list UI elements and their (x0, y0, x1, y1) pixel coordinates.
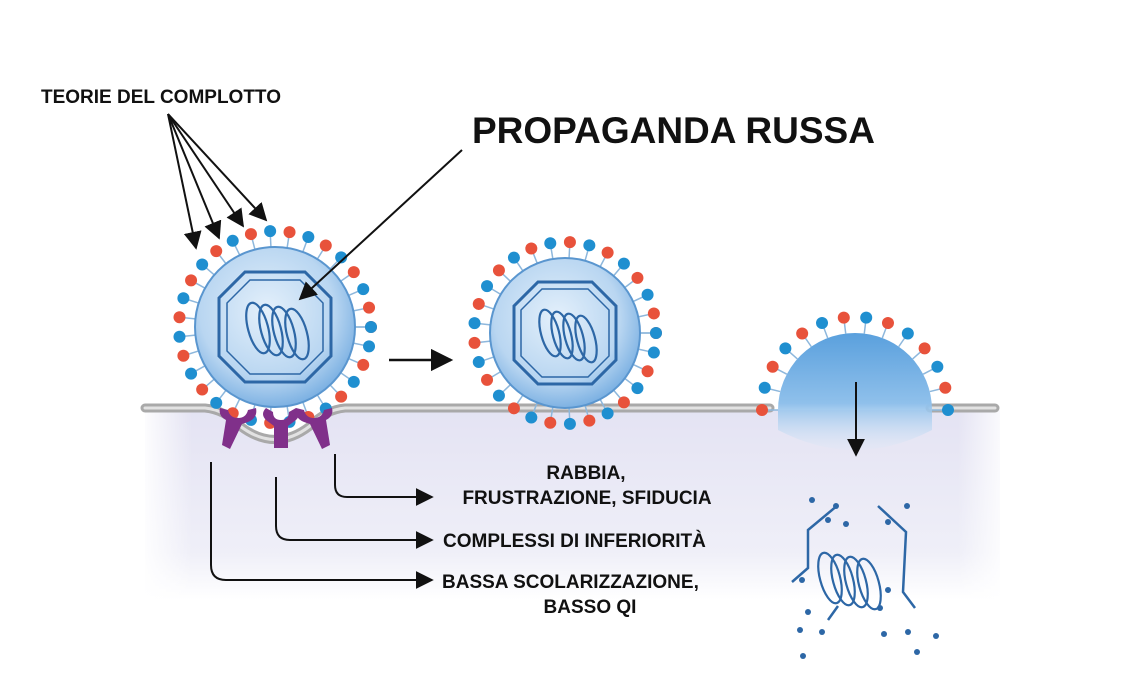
spike-protein-icon (942, 404, 954, 416)
virus-icon (468, 236, 662, 430)
spike-protein-icon (647, 307, 660, 320)
spike-protein-icon (363, 301, 376, 314)
label-receptor-top-line1: RABBIA, (546, 463, 625, 484)
spike-protein-icon (319, 239, 332, 252)
spike-protein-icon (631, 382, 644, 395)
spike-protein-icon (583, 239, 596, 252)
spike-protein-icon (335, 251, 348, 264)
spike-protein-icon (302, 230, 315, 243)
label-receptor-bottom-line2: BASSO QI (544, 597, 637, 618)
spike-protein-icon (544, 237, 557, 250)
spike-protein-icon (177, 349, 190, 362)
capsid-octagon-icon (217, 270, 333, 384)
spike-protein-icon (210, 245, 223, 258)
spike-protein-icon (472, 297, 485, 310)
spike-protein-icon (641, 288, 654, 301)
rna-coil-icon (245, 301, 310, 361)
released-capsid-fragments (791, 504, 916, 621)
spike-protein-icon (766, 360, 779, 373)
pointer-arrows (167, 113, 865, 589)
spike-protein-icon (918, 342, 931, 355)
spike-protein-icon (860, 311, 873, 324)
spike-protein-icon (563, 236, 576, 249)
spike-protein-icon (901, 327, 914, 340)
spike-protein-icon (173, 330, 186, 343)
spike-protein-icon (481, 373, 494, 386)
spike-protein-icon (468, 336, 481, 349)
spike-protein-icon (931, 360, 944, 373)
spike-protein-icon (837, 311, 850, 324)
spike-protein-icon (357, 283, 370, 296)
spike-protein-icon (779, 342, 792, 355)
spike-protein-icon (525, 411, 538, 424)
spike-protein-icon (210, 396, 223, 409)
spike-protein-icon (583, 414, 596, 427)
spike-protein-icon (796, 327, 809, 340)
spike-protein-icon (881, 317, 894, 330)
spike-protein-icon (758, 381, 771, 394)
spike-protein-icon (507, 251, 520, 264)
spike-protein-icon (631, 271, 644, 284)
spike-protein-icon (481, 280, 494, 293)
spike-protein-icon (335, 390, 348, 403)
spike-protein-icon (283, 226, 296, 239)
rna-coil-icon (538, 308, 598, 364)
spike-protein-icon (196, 383, 209, 396)
spike-protein-icon (563, 417, 576, 430)
spike-protein-icon (617, 257, 630, 270)
spike-protein-icon (647, 346, 660, 359)
label-receptor-top-line2: FRUSTRAZIONE, SFIDUCIA (462, 488, 711, 509)
spike-protein-icon (601, 246, 614, 259)
spike-protein-icon (525, 242, 538, 255)
spike-protein-icon (641, 365, 654, 378)
spike-protein-icon (185, 274, 198, 287)
spike-protein-icon (507, 402, 520, 415)
released-particles (797, 497, 939, 659)
label-receptor-middle: COMPLESSI DI INFERIORITÀ (443, 530, 706, 552)
spike-protein-icon (363, 340, 376, 353)
spike-protein-icon (816, 317, 829, 330)
spike-protein-icon (650, 327, 662, 339)
capsid-octagon-icon (512, 280, 618, 386)
rna-coil-icon (817, 551, 882, 611)
spike-protein-icon (601, 407, 614, 420)
spike-protein-icon (173, 311, 186, 324)
spike-protein-icon (939, 381, 952, 394)
receptor-icon (219, 408, 333, 449)
spike-protein-icon (357, 358, 370, 371)
spike-protein-icon (492, 389, 505, 402)
spike-protein-icon (365, 321, 377, 333)
spike-protein-icon (177, 292, 190, 305)
spike-protein-icon (756, 404, 768, 416)
spike-protein-icon (347, 375, 360, 388)
label-conspiracy: TEORIE DEL COMPLOTTO (41, 87, 281, 108)
label-propaganda: PROPAGANDA RUSSA (472, 110, 875, 151)
label-receptor-bottom-line1: BASSA SCOLARIZZAZIONE, (442, 572, 699, 593)
spike-protein-icon (468, 317, 481, 330)
spike-protein-icon (347, 266, 360, 279)
spike-protein-icon (544, 416, 557, 429)
spike-protein-icon (185, 367, 198, 380)
spike-protein-icon (244, 228, 257, 241)
spike-protein-icon (264, 225, 277, 238)
spike-protein-icon (226, 234, 239, 247)
spike-protein-icon (617, 396, 630, 409)
spike-protein-icon (492, 264, 505, 277)
spike-protein-icon (196, 258, 209, 271)
spike-protein-icon (472, 356, 485, 369)
